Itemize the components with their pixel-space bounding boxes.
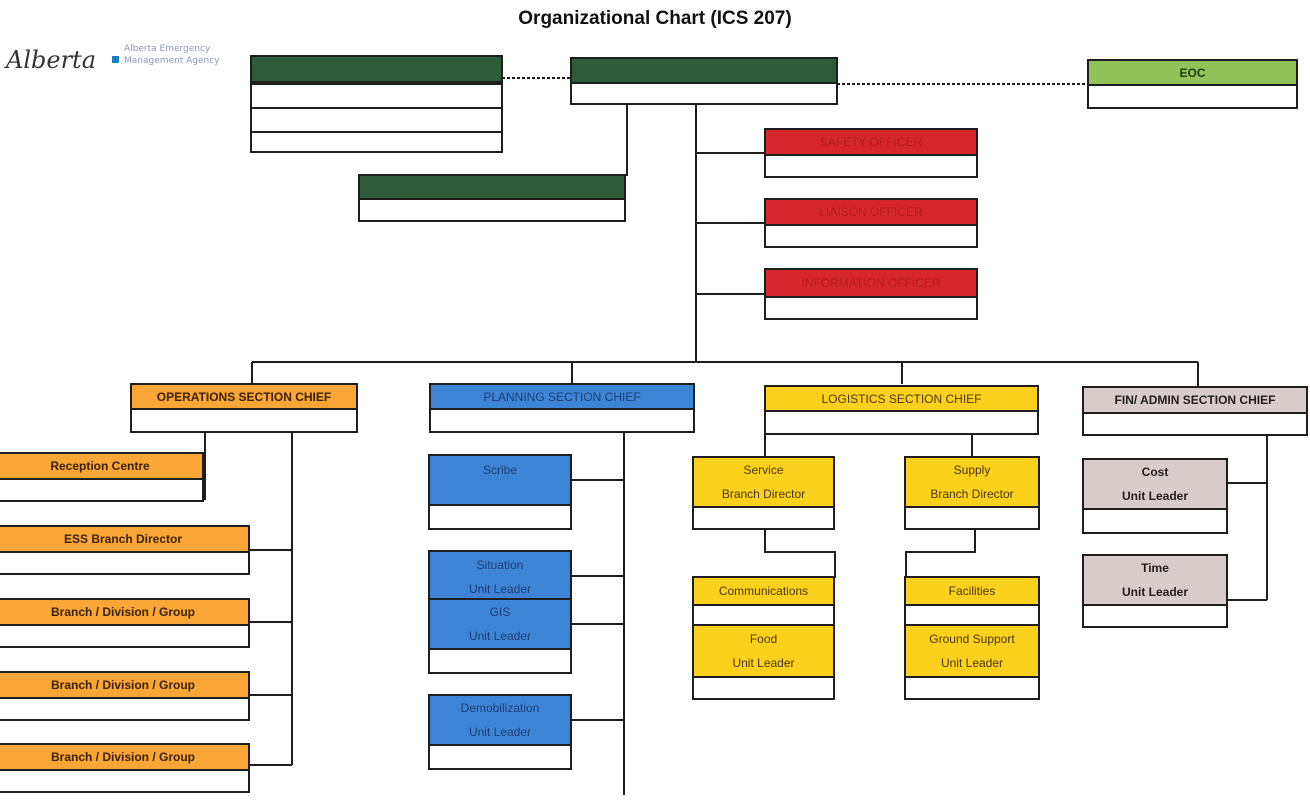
- branch-division-group-box-3: Branch / Division / Group: [0, 743, 250, 793]
- liaison-officer-label: LIAISON OFFICER: [766, 200, 976, 226]
- ground-support-unit-leader-label: Ground Support Unit Leader: [906, 626, 1038, 678]
- logo-mark-icon: [112, 56, 119, 63]
- scribe-label: Scribe: [430, 456, 570, 506]
- branch-division-group-label: Branch / Division / Group: [0, 673, 248, 699]
- unified-command-box: UNIFIED COMMAND: [250, 55, 503, 153]
- communications-unit-label: Communications: [694, 578, 833, 606]
- logo-script: Alberta: [6, 46, 96, 74]
- unified-command-label: UNIFIED COMMAND: [252, 57, 501, 83]
- blank-row: [252, 83, 501, 107]
- logo-line-2: Management Agency: [124, 56, 220, 66]
- page-title: Organizational Chart (ICS 207): [518, 8, 792, 29]
- eoc-label: EOC: [1089, 61, 1296, 86]
- deputy-commander-label: DEPUTY INCIDENT COMMANDER: [360, 176, 624, 200]
- branch-division-group-label: Branch / Division / Group: [0, 745, 248, 771]
- operations-section-chief-label: OPERATIONS SECTION CHIEF: [132, 385, 356, 410]
- service-to-comms-connector: [764, 528, 836, 578]
- planning-section-chief-box: PLANNING SECTION CHIEF: [429, 383, 695, 433]
- reception-centre-box: Reception Centre: [0, 452, 204, 502]
- incident-commander-box: INCIDENT COMMANDER: [570, 57, 838, 105]
- cost-unit-leader-box: Cost Unit Leader: [1082, 458, 1228, 534]
- situation-unit-leader-box: Situation Unit Leader: [428, 550, 572, 600]
- deputy-commander-box: DEPUTY INCIDENT COMMANDER: [358, 174, 626, 222]
- gis-unit-leader-label: GIS Unit Leader: [430, 600, 570, 650]
- branch-division-group-box-2: Branch / Division / Group: [0, 671, 250, 721]
- planning-section-chief-label: PLANNING SECTION CHIEF: [431, 385, 693, 410]
- safety-officer-box: SAFETY OFFICER: [764, 128, 978, 178]
- supply-to-facilities-connector: [905, 528, 976, 578]
- ground-support-unit-leader-box: Ground Support Unit Leader: [904, 624, 1040, 700]
- time-unit-leader-box: Time Unit Leader: [1082, 554, 1228, 628]
- alberta-logo: Alberta Alberta Emergency Management Age…: [6, 42, 246, 82]
- eoc-box: EOC: [1087, 59, 1298, 109]
- finance-section-chief-box: FIN/ ADMIN SECTION CHIEF: [1082, 386, 1308, 436]
- liaison-officer-box: LIAISON OFFICER: [764, 198, 978, 248]
- information-officer-label: INFORMATION OFFICER: [766, 270, 976, 298]
- food-unit-leader-label: Food Unit Leader: [694, 626, 833, 678]
- supply-branch-director-box: Supply Branch Director: [904, 456, 1040, 530]
- scribe-box: Scribe: [428, 454, 572, 530]
- operations-section-chief-box: OPERATIONS SECTION CHIEF: [130, 383, 358, 433]
- demobilization-unit-leader-box: Demobilization Unit Leader: [428, 694, 572, 770]
- logo-line-1: Alberta Emergency: [124, 44, 211, 54]
- cost-unit-leader-label: Cost Unit Leader: [1084, 460, 1226, 510]
- demobilization-unit-leader-label: Demobilization Unit Leader: [430, 696, 570, 746]
- supply-branch-director-label: Supply Branch Director: [906, 458, 1038, 508]
- situation-unit-leader-label: Situation Unit Leader: [430, 552, 570, 598]
- incident-commander-label: INCIDENT COMMANDER: [572, 59, 836, 84]
- blank-row: [252, 107, 501, 131]
- finance-section-chief-label: FIN/ ADMIN SECTION CHIEF: [1084, 388, 1306, 414]
- communications-unit-box: Communications: [692, 576, 835, 626]
- facilities-unit-box: Facilities: [904, 576, 1040, 626]
- ess-branch-director-box: ESS Branch Director: [0, 525, 250, 575]
- time-unit-leader-label: Time Unit Leader: [1084, 556, 1226, 606]
- ess-branch-director-label: ESS Branch Director: [0, 527, 248, 553]
- safety-officer-label: SAFETY OFFICER: [766, 130, 976, 156]
- service-branch-director-label: Service Branch Director: [694, 458, 833, 508]
- gis-unit-leader-box: GIS Unit Leader: [428, 598, 572, 674]
- logistics-section-chief-label: LOGISTICS SECTION CHIEF: [766, 387, 1037, 412]
- information-officer-box: INFORMATION OFFICER: [764, 268, 978, 320]
- branch-division-group-box-1: Branch / Division / Group: [0, 598, 250, 648]
- reception-centre-label: Reception Centre: [0, 454, 202, 480]
- logistics-section-chief-box: LOGISTICS SECTION CHIEF: [764, 385, 1039, 435]
- service-branch-director-box: Service Branch Director: [692, 456, 835, 530]
- branch-division-group-label: Branch / Division / Group: [0, 600, 248, 626]
- food-unit-leader-box: Food Unit Leader: [692, 624, 835, 700]
- blank-row: [252, 131, 501, 151]
- facilities-unit-label: Facilities: [906, 578, 1038, 606]
